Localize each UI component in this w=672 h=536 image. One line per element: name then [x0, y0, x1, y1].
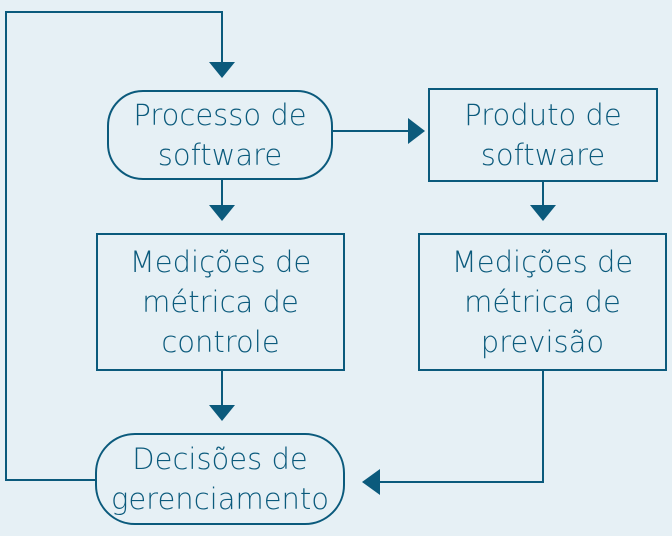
arrowhead-into-controle [209, 205, 235, 221]
decisoes-de-gerenciamento-node: Decisões de gerenciamento [95, 433, 345, 525]
arrowhead-into-processo [209, 62, 235, 78]
arrowhead-into-previsao [530, 205, 556, 221]
medicoes-metrica-previsao-node: Medições de métrica de previsão [418, 233, 667, 371]
medicoes-metrica-previsao-label: Medições de métrica de previsão [451, 245, 634, 359]
produto-de-software-label: Produto de software [464, 98, 622, 172]
produto-de-software-node: Produto de software [428, 88, 658, 182]
arrowhead-into-decisoes-right [362, 469, 380, 495]
feedback-loop-connector [5, 11, 223, 481]
processo-de-software-label: Processo de software [133, 98, 307, 172]
arrowhead-into-produto [408, 118, 425, 144]
medicoes-metrica-controle-node: Medições de métrica de controle [96, 233, 345, 371]
previsao-to-decisoes-connector [378, 371, 544, 483]
medicoes-metrica-controle-label: Medições de métrica de controle [129, 245, 312, 359]
processo-de-software-node: Processo de software [107, 90, 333, 180]
arrowhead-into-decisoes-top [209, 405, 235, 421]
decisoes-de-gerenciamento-label: Decisões de gerenciamento [110, 442, 330, 516]
